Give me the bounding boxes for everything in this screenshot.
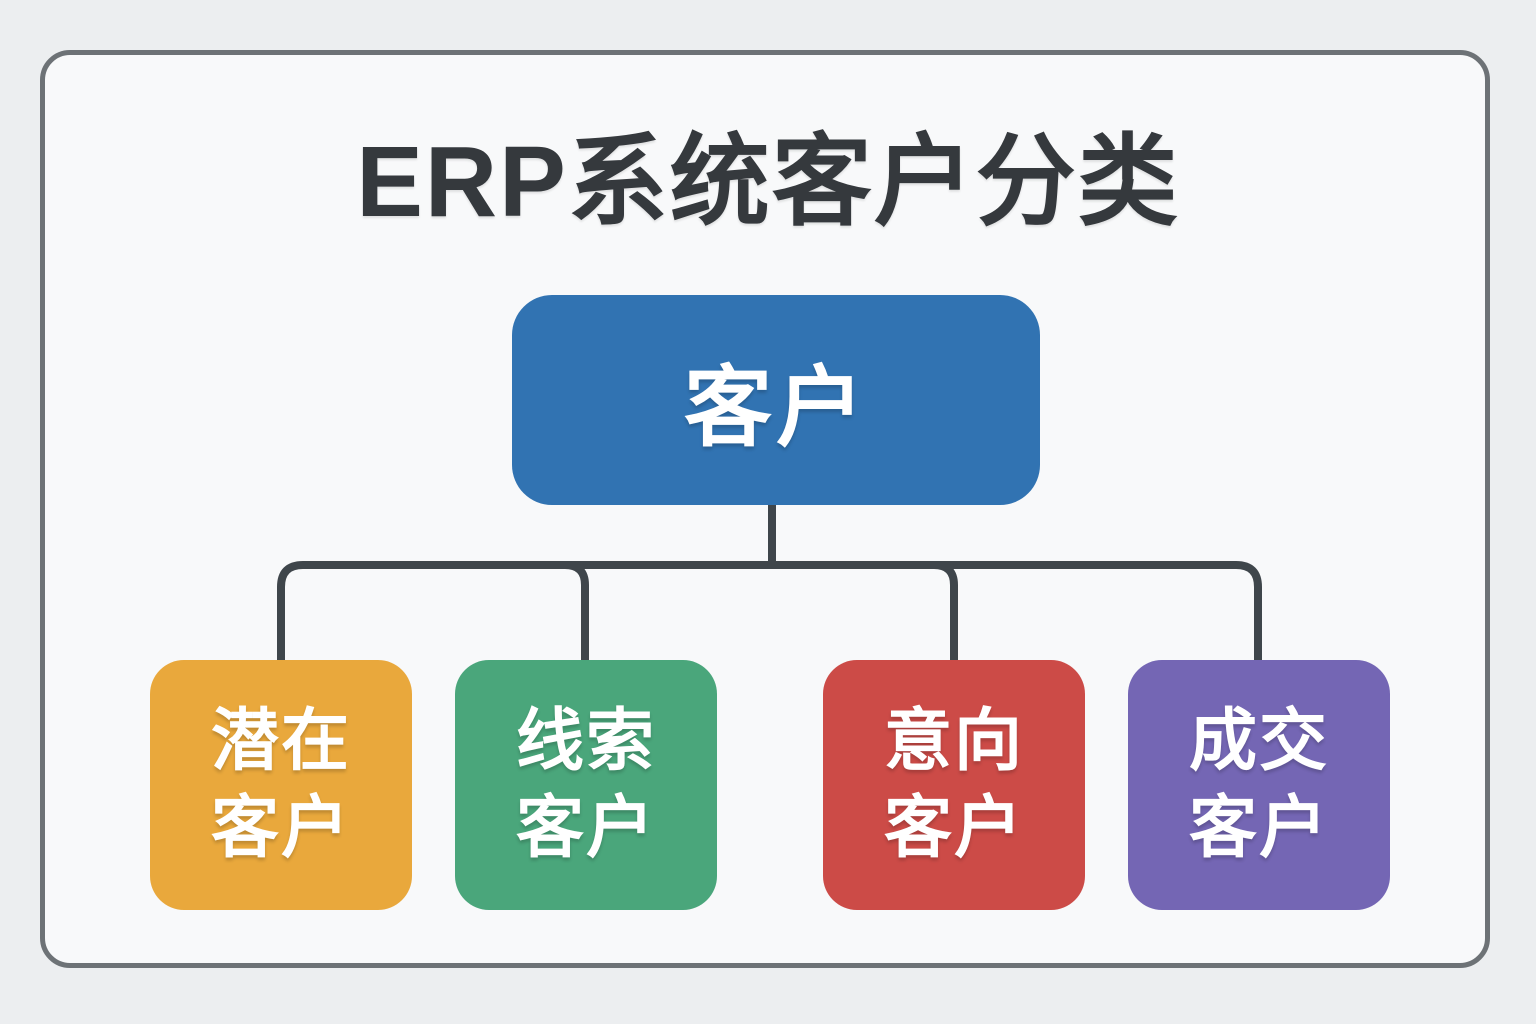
node-potential-customer: 潜在 客户 [150, 660, 412, 910]
node-lead-customer-label-line2: 客户 [515, 790, 656, 866]
node-customer-root: 客户 [512, 295, 1040, 505]
node-customer-root-label: 客户 [683, 357, 868, 457]
connector-drop-intent [933, 561, 958, 666]
connector-drop-lead [564, 561, 589, 666]
node-deal-customer: 成交 客户 [1128, 660, 1390, 910]
node-intent-customer-label-line2: 客户 [883, 790, 1024, 866]
connector-bus [277, 561, 1262, 666]
node-intent-customer: 意向 客户 [823, 660, 1085, 910]
connector-group [277, 503, 1262, 666]
page-title: ERP系统客户分类 [356, 126, 1180, 238]
node-deal-customer-label-line1: 成交 [1188, 702, 1329, 779]
node-deal-customer-label-line2: 客户 [1188, 790, 1329, 866]
node-intent-customer-label-line1: 意向 [883, 702, 1024, 779]
node-lead-customer-label-line1: 线索 [515, 702, 656, 779]
node-lead-customer: 线索 客户 [455, 660, 717, 910]
node-potential-customer-label-line1: 潜在 [210, 702, 351, 779]
node-potential-customer-label-line2: 客户 [210, 790, 351, 866]
